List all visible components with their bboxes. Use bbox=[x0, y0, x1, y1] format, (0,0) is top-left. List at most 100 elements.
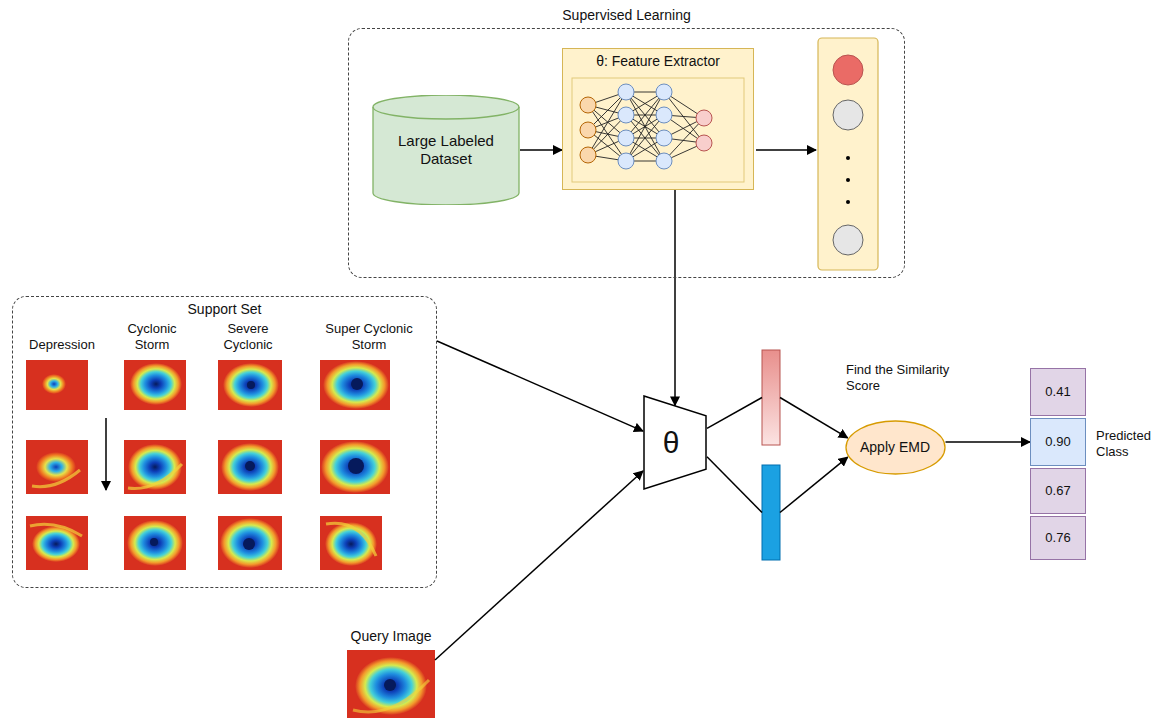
query-feature-vector bbox=[762, 465, 780, 560]
satellite-image bbox=[124, 360, 186, 410]
cloud-band bbox=[353, 680, 429, 712]
extractor-fill bbox=[562, 48, 754, 190]
connector-line bbox=[780, 398, 848, 438]
trapezoid-outline bbox=[644, 396, 706, 489]
image-ground bbox=[124, 360, 186, 410]
node-text: θ: Feature Extractor bbox=[596, 53, 720, 70]
cyclone-cloud bbox=[130, 363, 182, 405]
connector-line bbox=[946, 441, 1031, 443]
network-links bbox=[588, 92, 704, 161]
node-text: θ bbox=[663, 425, 680, 461]
node-heading: Supervised Learning bbox=[309, 7, 944, 24]
cloud-band bbox=[32, 470, 80, 487]
node-heading: Query Image bbox=[307, 628, 475, 645]
cyclone-cloud bbox=[323, 361, 389, 409]
sequence-arrow bbox=[105, 418, 107, 490]
connector-line bbox=[435, 471, 643, 660]
image-ground bbox=[347, 650, 435, 718]
cyclone-cloud bbox=[42, 374, 66, 394]
cyclone-cloud bbox=[321, 441, 389, 493]
node-text: 0.76 bbox=[1045, 530, 1070, 546]
hidden-neuron bbox=[618, 84, 634, 100]
hidden-neuron bbox=[656, 130, 672, 146]
cyclone-eye bbox=[348, 458, 364, 474]
emd-ellipse: Apply EMD bbox=[845, 420, 946, 475]
node-text: Apply EMD bbox=[860, 439, 930, 456]
encoder-trapezoid: θ bbox=[643, 395, 707, 490]
cyclone-eye bbox=[247, 381, 255, 389]
arrow-connector bbox=[520, 150, 562, 151]
class-output-column bbox=[818, 38, 878, 270]
connector-line bbox=[520, 149, 562, 151]
hidden-neuron bbox=[618, 130, 634, 146]
feature-extractor-box: θ: Feature Extractor bbox=[562, 48, 754, 190]
node-text: 0.90 bbox=[1045, 434, 1070, 450]
score-box: 0.67 bbox=[1030, 468, 1086, 514]
cyclone-eye bbox=[245, 461, 255, 471]
image-ground bbox=[124, 516, 186, 570]
cyclone-eye bbox=[150, 538, 158, 546]
class-circle bbox=[833, 225, 863, 255]
image-ground bbox=[218, 360, 282, 410]
cloud-band bbox=[128, 464, 182, 489]
cloud-band bbox=[30, 524, 82, 536]
connector-line bbox=[674, 190, 676, 405]
satellite-image bbox=[320, 440, 390, 494]
node-text: 0.41 bbox=[1045, 384, 1070, 400]
hidden-neuron bbox=[618, 107, 634, 123]
ellipse-outline bbox=[846, 421, 945, 474]
class-label: Cyclonic Storm bbox=[118, 321, 186, 352]
cyclone-eye bbox=[243, 538, 255, 550]
satellite-image bbox=[320, 360, 390, 410]
arrow-connector bbox=[946, 442, 1031, 443]
class-label: Depression bbox=[22, 337, 102, 353]
class-circle-active bbox=[833, 55, 863, 85]
node-text: Support Set bbox=[188, 301, 262, 318]
class-label: Severe Cyclonic bbox=[210, 321, 286, 352]
hidden-neuron bbox=[656, 84, 672, 100]
arrow-connector bbox=[707, 398, 848, 513]
image-ground bbox=[124, 440, 186, 494]
connector-line bbox=[437, 341, 643, 431]
image-ground bbox=[218, 516, 282, 570]
dataset-cylinder: Large Labeled Dataset bbox=[372, 95, 520, 205]
cloud-band bbox=[326, 523, 376, 556]
image-ground bbox=[320, 440, 390, 494]
input-neuron bbox=[580, 122, 596, 138]
image-ground bbox=[320, 516, 382, 570]
score-box: 0.76 bbox=[1030, 516, 1086, 560]
hidden-neuron bbox=[618, 153, 634, 169]
output-neuron bbox=[696, 135, 712, 151]
satellite-image bbox=[124, 440, 186, 494]
support-feature-vector bbox=[762, 350, 780, 445]
cyclone-eye bbox=[384, 679, 396, 691]
cyclone-cloud bbox=[128, 444, 182, 490]
score-box-predicted: 0.90 bbox=[1030, 418, 1086, 466]
ellipsis-dot bbox=[846, 178, 850, 182]
query-image-node: Query Image bbox=[347, 650, 435, 718]
image-ground bbox=[218, 440, 282, 494]
class-label: Super Cyclonic Storm bbox=[314, 321, 424, 352]
satellite-image bbox=[218, 360, 282, 410]
image-ground bbox=[26, 516, 88, 570]
supervised-frame: Supervised LearningLarge Labeled Dataset… bbox=[348, 28, 905, 278]
image-ground bbox=[26, 360, 88, 410]
cyclone-cloud bbox=[127, 520, 183, 566]
satellite-image bbox=[124, 516, 186, 570]
output-neuron bbox=[696, 110, 712, 126]
cylinder-body bbox=[373, 95, 519, 205]
cyclone-cloud bbox=[220, 518, 280, 568]
connector-line bbox=[707, 457, 762, 513]
ellipsis-dot bbox=[846, 200, 850, 204]
cyclone-cloud bbox=[221, 443, 279, 491]
satellite-image bbox=[26, 360, 88, 410]
arrow-connector bbox=[675, 190, 676, 405]
cyclone-cloud bbox=[223, 363, 279, 407]
satellite-image bbox=[26, 516, 88, 570]
step-note: Find the Similarity Score bbox=[846, 362, 970, 393]
hidden-neuron bbox=[656, 107, 672, 123]
connector-line bbox=[707, 398, 762, 429]
